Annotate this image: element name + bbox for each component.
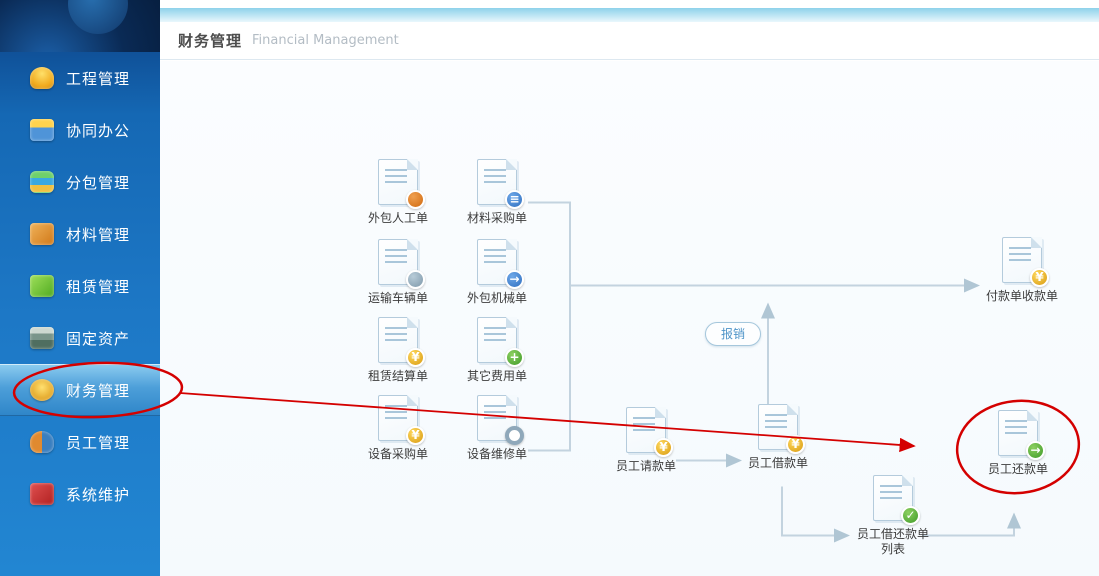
flow-item-outsourced-labor[interactable]: 外包人工单 [350,159,446,226]
top-strip [160,8,1099,22]
flow-item-label: 材料采购单 [466,211,527,225]
staff-icon [30,431,54,453]
helmet-icon [30,67,54,89]
arrow-list-to-repayment [922,512,1021,537]
sidebar-item-collaboration[interactable]: 协同办公 [0,104,160,156]
flow-item-label: 外包机械单 [466,291,527,305]
page-header: 财务管理 Financial Management [160,22,1099,60]
reimburse-badge[interactable]: 报销 [705,322,761,346]
loan-money-icon [758,404,805,454]
sidebar-item-maintenance[interactable]: 系统维护 [0,468,160,520]
flow-item-label: 其它费用单 [466,369,527,383]
flow-canvas: 外包人工单 运输车辆单 租赁结算单 设备采购单 材料采购单 外包机械单 [160,61,1099,576]
sidebar-item-label: 分包管理 [66,173,131,192]
flow-node-label: 员工借还款单列表 [856,527,929,556]
machinery-document-icon [477,239,524,289]
document-list-icon [477,159,524,209]
sidebar-item-label: 租赁管理 [66,277,131,296]
sidebar-item-label: 系统维护 [66,485,131,504]
main-content: 财务管理 Financial Management [160,0,1099,576]
flow-node-loan-repayment-list[interactable]: 员工借还款单列表 [855,475,931,557]
page-title: 财务管理 [178,32,243,50]
flow-connectors [528,201,1021,543]
truck-document-icon [378,239,425,289]
flow-node-employee-request[interactable]: 员工请款单 [598,407,694,474]
clipboard-person-icon [378,159,425,209]
office-desk-icon [30,119,54,141]
repayment-money-icon [998,410,1045,460]
settlement-money-icon [378,317,425,367]
payment-receipt-icon [1002,237,1049,287]
banknote-icon [30,327,54,349]
arrow-loan-to-list [781,486,850,543]
flow-node-label: 付款单收款单 [985,289,1058,303]
sidebar-logo-area [0,0,160,52]
sidebar-item-subcontract[interactable]: 分包管理 [0,156,160,208]
sidebar-item-finance[interactable]: 财务管理 [0,364,160,416]
flow-item-label: 运输车辆单 [367,291,428,305]
loan-repayment-list-icon [873,475,920,525]
flow-item-label: 租赁结算单 [367,369,428,383]
flow-item-material-purchase[interactable]: 材料采购单 [449,159,545,226]
flow-item-other-expense[interactable]: 其它费用单 [449,317,545,384]
sidebar-item-fixed-assets[interactable]: 固定资产 [0,312,160,364]
flow-item-lease-settlement[interactable]: 租赁结算单 [350,317,446,384]
coins-icon [30,379,54,401]
flow-item-equipment-purchase[interactable]: 设备采购单 [350,395,446,462]
sidebar-item-engineering[interactable]: 工程管理 [0,52,160,104]
flow-item-label: 外包人工单 [367,211,428,225]
request-money-icon [626,407,673,457]
lease-cube-icon [30,275,54,297]
sidebar-item-label: 财务管理 [66,381,131,400]
flow-item-equipment-repair[interactable]: 设备维修单 [449,395,545,462]
sidebar-item-label: 工程管理 [66,69,131,88]
expense-plus-icon [477,317,524,367]
flow-item-label: 设备维修单 [466,447,527,461]
flow-node-employee-repayment[interactable]: 员工还款单 [970,410,1066,477]
flow-node-payment-receipt[interactable]: 付款单收款单 [974,237,1070,304]
sidebar-item-staff[interactable]: 员工管理 [0,416,160,468]
page-subtitle: Financial Management [252,33,399,48]
sidebar: 工程管理 协同办公 分包管理 材料管理 租赁管理 固定资产 [0,0,160,576]
sidebar-item-label: 员工管理 [66,433,131,452]
flow-node-label: 员工借款单 [747,456,808,470]
sidebar-item-label: 材料管理 [66,225,131,244]
sidebar-item-material[interactable]: 材料管理 [0,208,160,260]
flow-node-employee-loan[interactable]: 员工借款单 [730,404,826,471]
sidebar-item-label: 协同办公 [66,121,131,140]
flow-node-label: 员工请款单 [615,459,676,473]
material-box-icon [30,223,54,245]
sidebar-item-lease[interactable]: 租赁管理 [0,260,160,312]
sidebar-item-label: 固定资产 [66,329,131,348]
repair-magnifier-icon [477,395,524,445]
flow-item-transport-vehicle[interactable]: 运输车辆单 [350,239,446,306]
layers-icon [30,171,54,193]
flow-item-outsourced-machinery[interactable]: 外包机械单 [449,239,545,306]
flow-node-label: 员工还款单 [987,462,1048,476]
sidebar-nav: 工程管理 协同办公 分包管理 材料管理 租赁管理 固定资产 [0,52,160,520]
wrench-icon [30,483,54,505]
purchase-money-icon [378,395,425,445]
flow-item-label: 设备采购单 [367,447,428,461]
